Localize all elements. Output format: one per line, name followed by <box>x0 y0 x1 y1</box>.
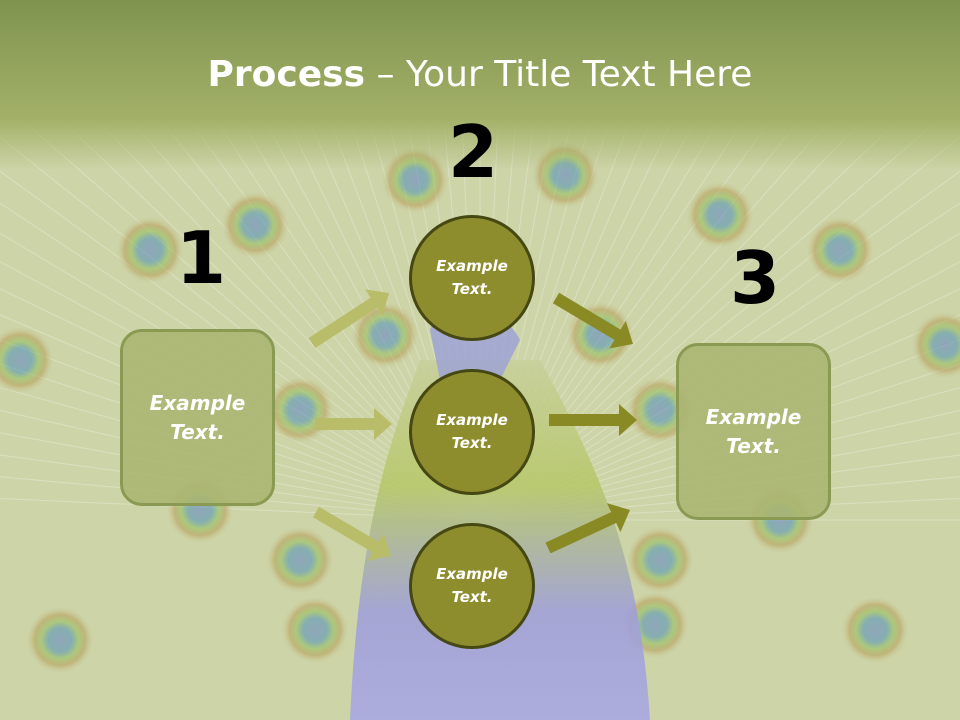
circle-2-text-line-1: Example <box>436 411 508 429</box>
arrow-circle-2-to-3 <box>549 404 637 436</box>
step-3-box: Example Text. <box>676 343 831 520</box>
arrow-1-to-circle-3 <box>313 506 391 561</box>
step-number-1: 1 <box>176 216 227 300</box>
arrow-1-to-circle-2 <box>315 408 392 440</box>
step-2-circle-3: Example Text. <box>409 523 535 649</box>
step-3-text-line-1: Example <box>705 404 802 429</box>
step-1-text-line-1: Example <box>149 390 246 415</box>
circle-1-text-line-1: Example <box>436 257 508 275</box>
title-rest: – Your Title Text Here <box>365 54 753 95</box>
step-2-circle-2: Example Text. <box>409 369 535 495</box>
arrow-circle-1-to-3 <box>552 292 633 349</box>
circle-3-text-line-1: Example <box>436 565 508 583</box>
step-number-2: 2 <box>448 110 499 194</box>
title-bold: Process <box>207 54 366 95</box>
circle-3-text-line-2: Text. <box>451 588 493 606</box>
step-1-text-line-2: Text. <box>170 419 225 444</box>
step-number-3: 3 <box>730 236 781 320</box>
circle-1-text-line-2: Text. <box>451 280 493 298</box>
arrow-circle-3-to-3 <box>545 503 630 554</box>
circle-2-text-line-2: Text. <box>451 434 493 452</box>
slide-title: Process – Your Title Text Here <box>0 50 960 100</box>
step-3-text-line-2: Text. <box>726 433 781 458</box>
step-2-circle-1: Example Text. <box>409 215 535 341</box>
step-1-box: Example Text. <box>120 329 275 506</box>
arrow-1-to-circle-1 <box>308 289 389 348</box>
